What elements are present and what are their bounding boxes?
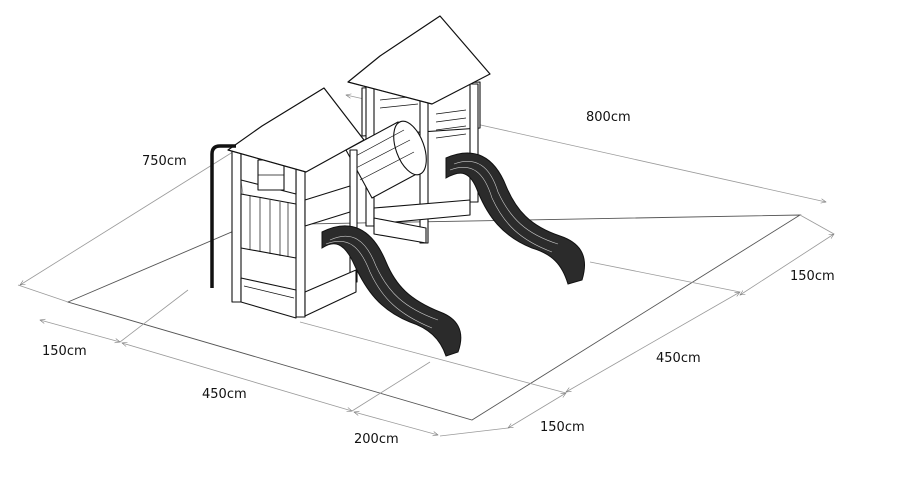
slide-back [445, 152, 585, 285]
tunnel [345, 120, 427, 199]
label-front-width: 200cm [354, 432, 399, 447]
dim-line-front [354, 412, 438, 435]
dim-line-left-mid [122, 343, 352, 411]
label-right-outer-depth: 150cm [790, 269, 835, 284]
dim-line-right-mid [566, 291, 740, 393]
sandbox-front [240, 277, 297, 319]
climbing-pole [210, 144, 236, 288]
slide-front [321, 225, 462, 357]
dim-line-left-outer [40, 320, 120, 342]
label-left-outer: 150cm [42, 344, 87, 359]
label-length: 800cm [586, 110, 631, 125]
label-right-front-depth: 150cm [540, 420, 585, 435]
tower-front [227, 87, 365, 319]
dim-line-right-front [508, 393, 566, 428]
label-height: 750cm [142, 154, 187, 169]
label-right-mid-depth: 450cm [656, 351, 701, 366]
tower-back [347, 15, 491, 244]
dim-line-height [20, 150, 236, 285]
label-left-mid: 450cm [202, 387, 247, 402]
dim-line-right-outer [740, 234, 834, 295]
